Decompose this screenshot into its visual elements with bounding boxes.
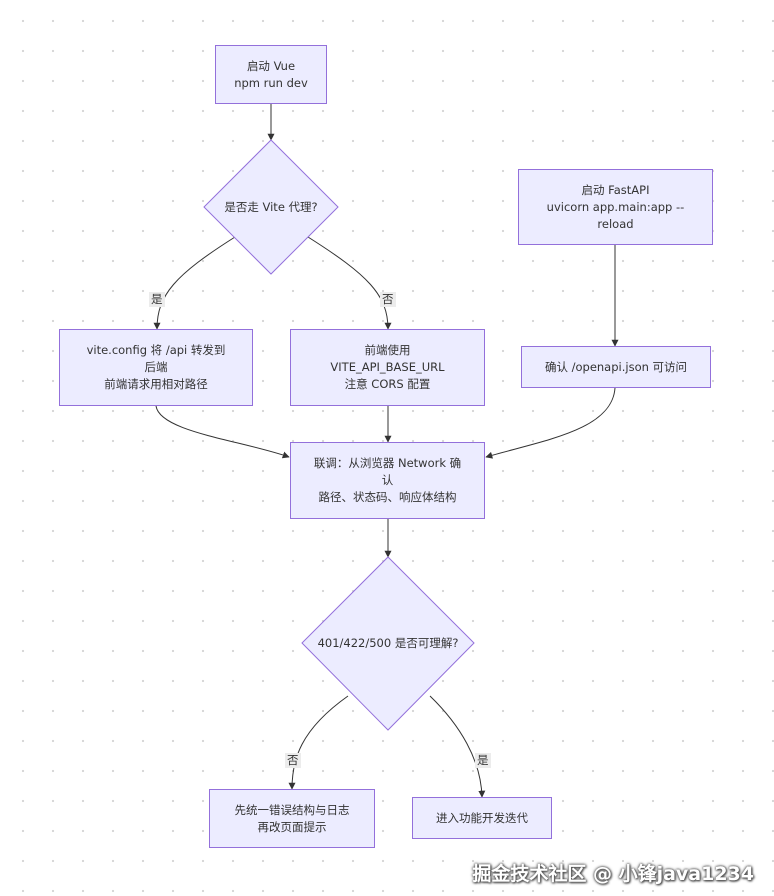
node-vite-config-line: 前端请求用相对路径: [104, 377, 208, 391]
node-iterate: 进入功能开发迭代: [412, 797, 552, 839]
node-vite-config-line: 后端: [144, 360, 168, 374]
node-iterate-line: 进入功能开发迭代: [436, 810, 528, 825]
edge-label-status-no: 否: [285, 753, 301, 768]
node-start-fastapi-line: reload: [597, 216, 634, 231]
edge-openapi-to-debug: [485, 387, 616, 459]
node-debug-line: 联调：从浏览器 Network 确: [313, 456, 462, 470]
node-start-vue-line: npm run dev: [234, 75, 308, 90]
node-debug-line: 认: [381, 473, 394, 487]
node-unify-errors-line: 先统一错误结构与日志: [234, 802, 350, 817]
edge-label-status-yes: 是: [475, 753, 491, 768]
node-status-question: 401/422/500 是否可理解?: [317, 635, 459, 650]
edge-status-no: [288, 695, 349, 790]
node-base-url-line: 注意 CORS 配置: [344, 377, 431, 391]
edge-viteconfig-to-debug: [155, 405, 290, 459]
edge-label-proxy-no: 否: [380, 292, 396, 307]
node-unify-errors: 先统一错误结构与日志 再改页面提示: [209, 789, 375, 848]
decision-diamond-vite-proxy: [203, 139, 339, 275]
node-start-fastapi-line: 启动 FastAPI: [581, 182, 650, 197]
node-unify-errors-line: 再改页面提示: [257, 819, 327, 834]
edge-proxy-no: [307, 236, 392, 330]
node-base-url: 前端使用 VITE_API_BASE_URL 注意 CORS 配置: [290, 329, 485, 406]
edge-status-yes: [429, 695, 486, 798]
edge-label-proxy-yes: 是: [149, 292, 165, 307]
node-openapi-check-line: 确认 /openapi.json 可访问: [544, 359, 688, 374]
node-start-fastapi: 启动 FastAPI uvicorn app.main:app -- reloa…: [518, 169, 713, 245]
node-openapi-check: 确认 /openapi.json 可访问: [521, 346, 711, 388]
node-debug: 联调：从浏览器 Network 确 认 路径、状态码、响应体结构: [290, 442, 485, 519]
node-start-vue-line: 启动 Vue: [246, 58, 296, 73]
node-base-url-line: VITE_API_BASE_URL: [330, 360, 445, 374]
node-vite-config-line: vite.config 将 /api 转发到: [86, 343, 226, 357]
decision-diamond-status: [301, 556, 475, 731]
node-start-vue: 启动 Vue npm run dev: [215, 45, 327, 104]
node-start-fastapi-line: uvicorn app.main:app --: [546, 199, 685, 214]
node-vite-config: vite.config 将 /api 转发到 后端 前端请求用相对路径: [59, 329, 253, 406]
watermark: 掘金技术社区 @ 小锋java1234: [472, 863, 754, 885]
node-vite-proxy-question: 是否走 Vite 代理?: [224, 199, 318, 214]
node-debug-line: 路径、状态码、响应体结构: [318, 490, 457, 504]
node-base-url-line: 前端使用: [364, 343, 411, 357]
edge-proxy-yes: [153, 236, 236, 330]
